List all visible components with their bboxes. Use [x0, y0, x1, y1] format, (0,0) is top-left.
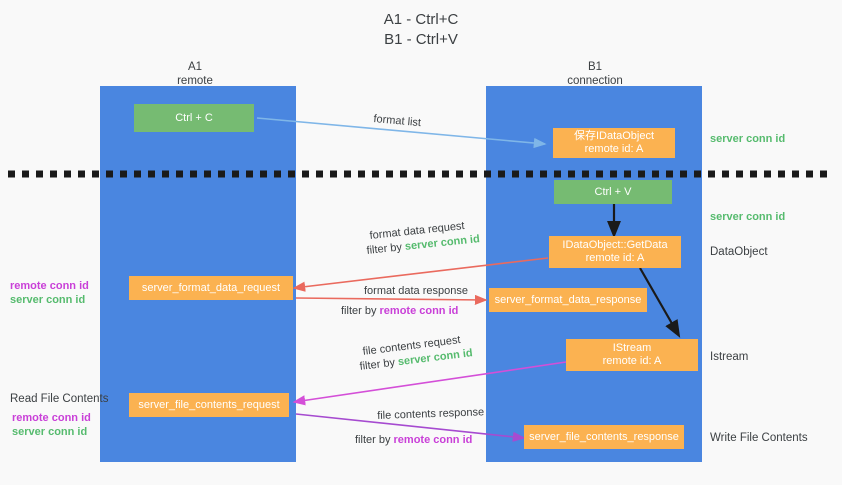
box-ctrl-c[interactable]: Ctrl + C [134, 104, 254, 132]
column-header-a1: A1 remote [177, 61, 213, 87]
label-remote-conn-id-1: remote conn id [10, 280, 89, 292]
edge-label-format-data-response: format data response [364, 285, 468, 297]
label-server-conn-id-2: server conn id [12, 426, 88, 438]
filter-value-remote-conn-id: remote conn id [379, 305, 459, 317]
label-istream: Istream [710, 351, 749, 363]
edge-label-file-contents-response-filter: filter by remote conn id [355, 434, 472, 446]
filter-prefix: filter by [366, 240, 406, 257]
filter-prefix: filter by [355, 434, 394, 446]
arrow-format-data-response [295, 294, 488, 306]
filter-prefix: filter by [359, 356, 399, 373]
label-dataobject: DataObject [710, 246, 768, 258]
box-ctrl-v[interactable]: Ctrl + V [554, 180, 672, 204]
label-server-conn-id-mid: server conn id [710, 211, 786, 223]
box-idataobject-getdata[interactable]: IDataObject::GetData remote id: A [549, 236, 681, 268]
label-server-conn-id-1: server conn id [10, 294, 86, 306]
label-write-file-contents: Write File Contents [710, 432, 808, 444]
edge-label-format-data-response-filter: filter by remote conn id [341, 305, 458, 317]
box-server-format-data-request[interactable]: server_format_data_request [129, 276, 293, 300]
filter-prefix: filter by [341, 305, 380, 317]
edge-label-file-contents-response: file contents response [377, 406, 485, 422]
box-server-file-contents-request[interactable]: server_file_contents_request [129, 393, 289, 417]
column-header-b1: B1 connection [567, 61, 623, 87]
box-istream[interactable]: IStream remote id: A [566, 339, 698, 371]
page-title: A1 - Ctrl+C B1 - Ctrl+V [383, 11, 459, 48]
box-server-format-data-response[interactable]: server_format_data_response [489, 288, 647, 312]
label-server-conn-id-top: server conn id [710, 133, 786, 145]
edge-label-format-list: format list [372, 113, 422, 130]
label-read-file-contents: Read File Contents [10, 393, 109, 405]
label-remote-conn-id-2: remote conn id [12, 412, 91, 424]
filter-value-remote-conn-id: remote conn id [393, 434, 473, 446]
box-server-file-contents-response[interactable]: server_file_contents_response [524, 425, 684, 449]
box-save-idataobject[interactable]: 保存IDataObject remote id: A [553, 128, 675, 158]
